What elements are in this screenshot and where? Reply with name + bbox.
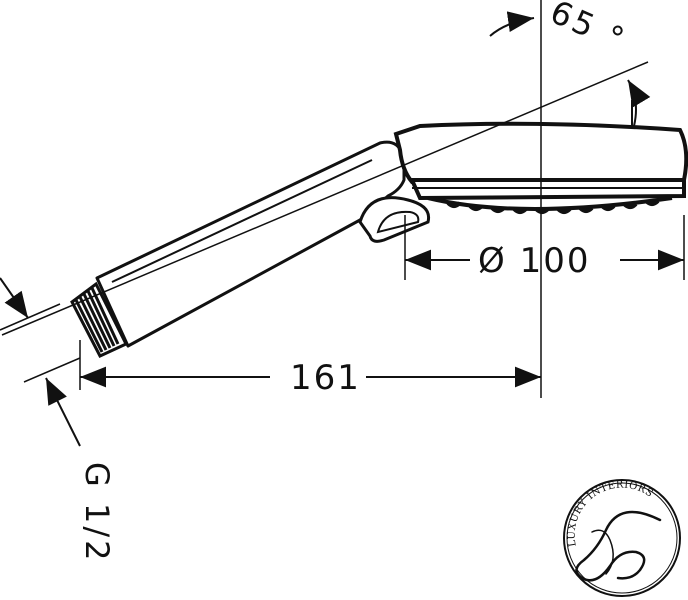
- length-dimension: [79, 340, 541, 390]
- handle-body: [95, 140, 406, 348]
- length-label: 161: [290, 358, 361, 398]
- shower-head: [358, 121, 688, 243]
- luxury-interiors-logo: LUXURY INTERIORS: [563, 479, 681, 597]
- thread-connector: [70, 281, 129, 358]
- diameter-label: Ø 100: [478, 241, 590, 281]
- thread-dimension: [0, 277, 81, 447]
- handle-inner-line: [111, 159, 373, 283]
- angle-label: 65 °: [545, 0, 633, 59]
- angle-dimension: [489, 11, 651, 127]
- diameter-dimension: [404, 215, 685, 280]
- thread-label: G 1/2: [78, 462, 116, 563]
